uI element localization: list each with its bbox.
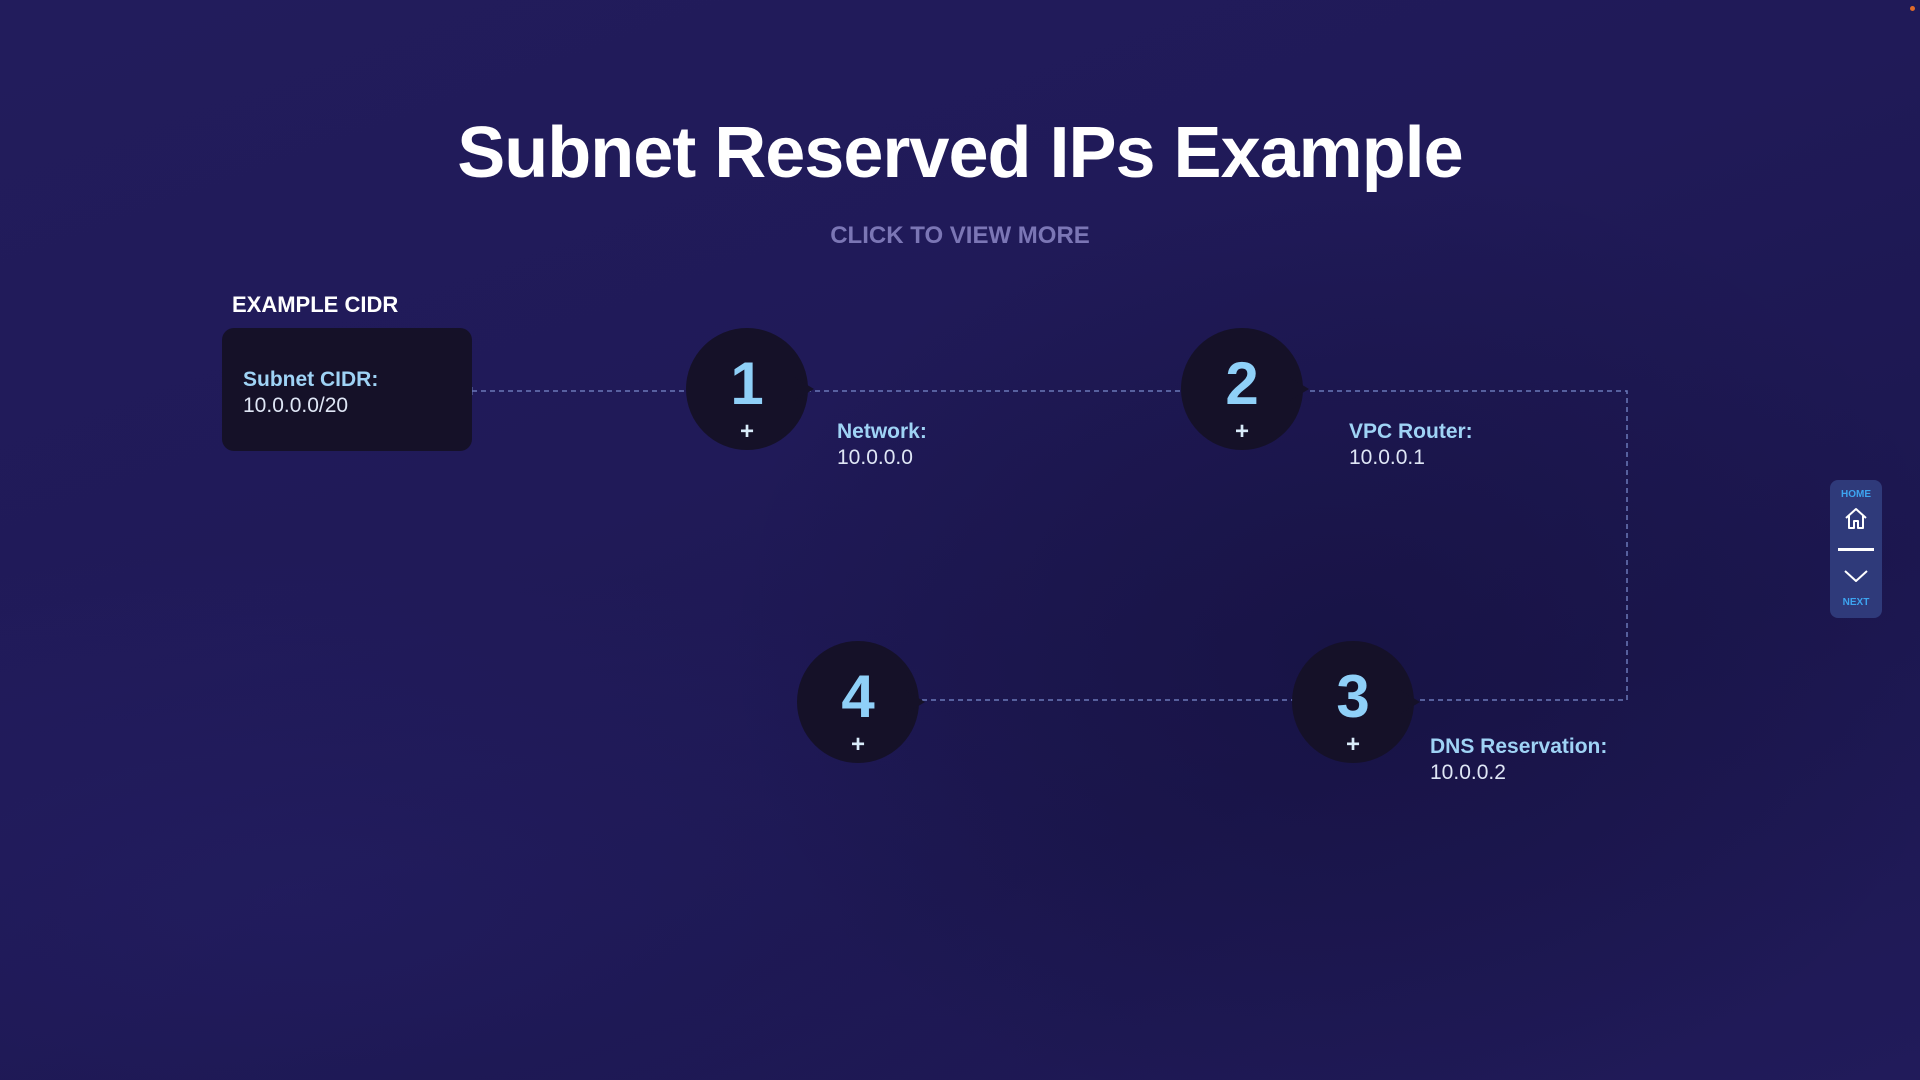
example-cidr-heading: EXAMPLE CIDR (232, 292, 399, 317)
bubble-pointer (1289, 377, 1309, 401)
recording-indicator (1910, 6, 1915, 11)
home-label[interactable]: HOME (1841, 489, 1871, 500)
expand-plus-icon[interactable]: + (1234, 418, 1249, 445)
step-1-value: 10.0.0.0 (837, 446, 913, 469)
expand-plus-icon[interactable]: + (739, 418, 754, 445)
home-icon[interactable] (1843, 506, 1869, 532)
expand-plus-icon[interactable]: + (850, 731, 865, 758)
step-1-info: Network: 10.0.0.0 (837, 419, 927, 471)
step-4-hotspot[interactable]: 4 + (797, 641, 925, 763)
step-bubble (686, 328, 808, 450)
slide-title: Subnet Reserved IPs Example (457, 113, 1463, 193)
cidr-label: Subnet CIDR: (243, 368, 379, 391)
step-number: 3 (1336, 663, 1370, 730)
next-label[interactable]: NEXT (1842, 597, 1870, 608)
chevron-down-icon[interactable] (1842, 566, 1870, 586)
step-1-hotspot[interactable]: 1 + (686, 328, 814, 450)
bubble-pointer (794, 377, 814, 401)
bubble-pointer (1400, 690, 1420, 714)
step-2-hotspot[interactable]: 2 + (1181, 328, 1309, 450)
nav-divider (1838, 548, 1874, 551)
bubble-pointer (905, 690, 925, 714)
step-2-info: VPC Router: 10.0.0.1 (1349, 419, 1473, 471)
expand-plus-icon[interactable]: + (1345, 731, 1360, 758)
step-2-value: 10.0.0.1 (1349, 446, 1425, 469)
step-3-label: DNS Reservation: (1430, 735, 1608, 758)
step-number: 1 (730, 350, 764, 417)
step-number: 4 (841, 663, 875, 730)
step-bubble (1181, 328, 1303, 450)
step-3-info: DNS Reservation: 10.0.0.2 (1430, 734, 1607, 786)
step-bubble (1292, 641, 1414, 763)
cidr-card: Subnet CIDR: 10.0.0.0/20 (222, 328, 472, 451)
step-bubble (797, 641, 919, 763)
step-number: 2 (1225, 350, 1259, 417)
cidr-value: 10.0.0.0/20 (243, 394, 349, 417)
step-3-hotspot[interactable]: 3 + (1292, 641, 1420, 763)
step-2-label: VPC Router: (1349, 420, 1473, 443)
slide-nav: HOME NEXT (1830, 480, 1882, 618)
step-3-value: 10.0.0.2 (1430, 761, 1506, 784)
click-to-view-more-hint: CLICK TO VIEW MORE (830, 222, 1090, 249)
step-1-label: Network: (837, 420, 927, 443)
